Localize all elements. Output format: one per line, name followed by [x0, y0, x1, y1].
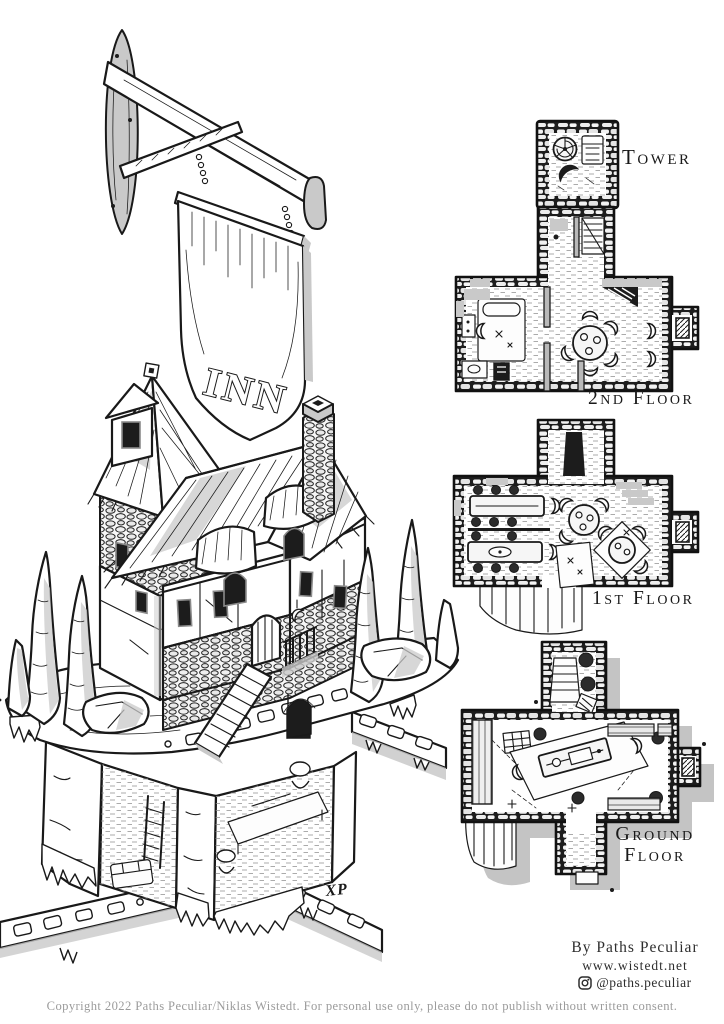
bedroom: [461, 286, 551, 392]
entry-stairs-up: [549, 652, 598, 714]
inn-isometric-illustration: XP: [0, 29, 460, 964]
cellar-barrel: [216, 761, 311, 874]
tower-bed: [581, 135, 604, 165]
chimney: [302, 395, 335, 523]
side-benches: [607, 723, 673, 811]
ground-floor-label: Ground Floor: [615, 823, 695, 866]
instagram-icon: [578, 976, 593, 990]
great-table-platform: [509, 721, 649, 805]
tower-stairwell: [550, 216, 605, 258]
roof-dormer-1: [194, 525, 258, 607]
cellar-ladder: [141, 795, 165, 869]
right-bridge: [350, 710, 448, 780]
tower-dormer: [104, 382, 160, 468]
tower-plan-label: Tower: [622, 145, 692, 169]
copyright-line: Copyright 2022 Paths Peculiar/Niklas Wis…: [46, 999, 678, 1013]
porch-railing: [282, 626, 318, 678]
hall-round-table: [558, 310, 622, 377]
attribution-instagram-handle: @paths.peculiar: [596, 975, 692, 990]
inn-building: [87, 362, 375, 764]
attribution-website: www.wistedt.net: [582, 958, 688, 973]
first-floor-plan: [452, 418, 700, 635]
crescent-rug: [558, 164, 580, 183]
artist-monogram: XP: [324, 881, 349, 900]
outdoor-stairs-lower: [465, 809, 517, 870]
long-table-2: [467, 531, 559, 573]
front-staircase: [193, 662, 273, 764]
cellar-table-slab: [227, 791, 329, 855]
cellar-chest: [110, 859, 154, 889]
outdoor-stairs: [479, 583, 583, 635]
attribution-block: By Paths Peculiar www.wistedt.net @paths…: [540, 939, 724, 991]
rock-right: [360, 637, 432, 682]
second-floor-plan: [454, 205, 700, 393]
second-floor-label: 2nd Floor: [588, 388, 695, 409]
pine-trees-left: [6, 550, 99, 738]
island-underside-cellar: [40, 740, 358, 936]
attribution-byline: By Paths Peculiar: [571, 939, 699, 956]
fireplace: [675, 317, 690, 339]
ground-floor-plan: [460, 640, 714, 892]
tower-floor-plan: [535, 119, 620, 210]
long-table-1: [469, 485, 561, 527]
inn-sign-assembly: INN: [102, 29, 327, 442]
rock-left: [81, 691, 150, 735]
center-round-table: [555, 494, 613, 589]
first-floor-label: 1st Floor: [592, 588, 695, 609]
stairs-down: [602, 279, 638, 307]
right-round-table: [593, 521, 652, 579]
spiral-stair: [552, 136, 578, 162]
inn-sign-board: INN: [173, 190, 313, 442]
